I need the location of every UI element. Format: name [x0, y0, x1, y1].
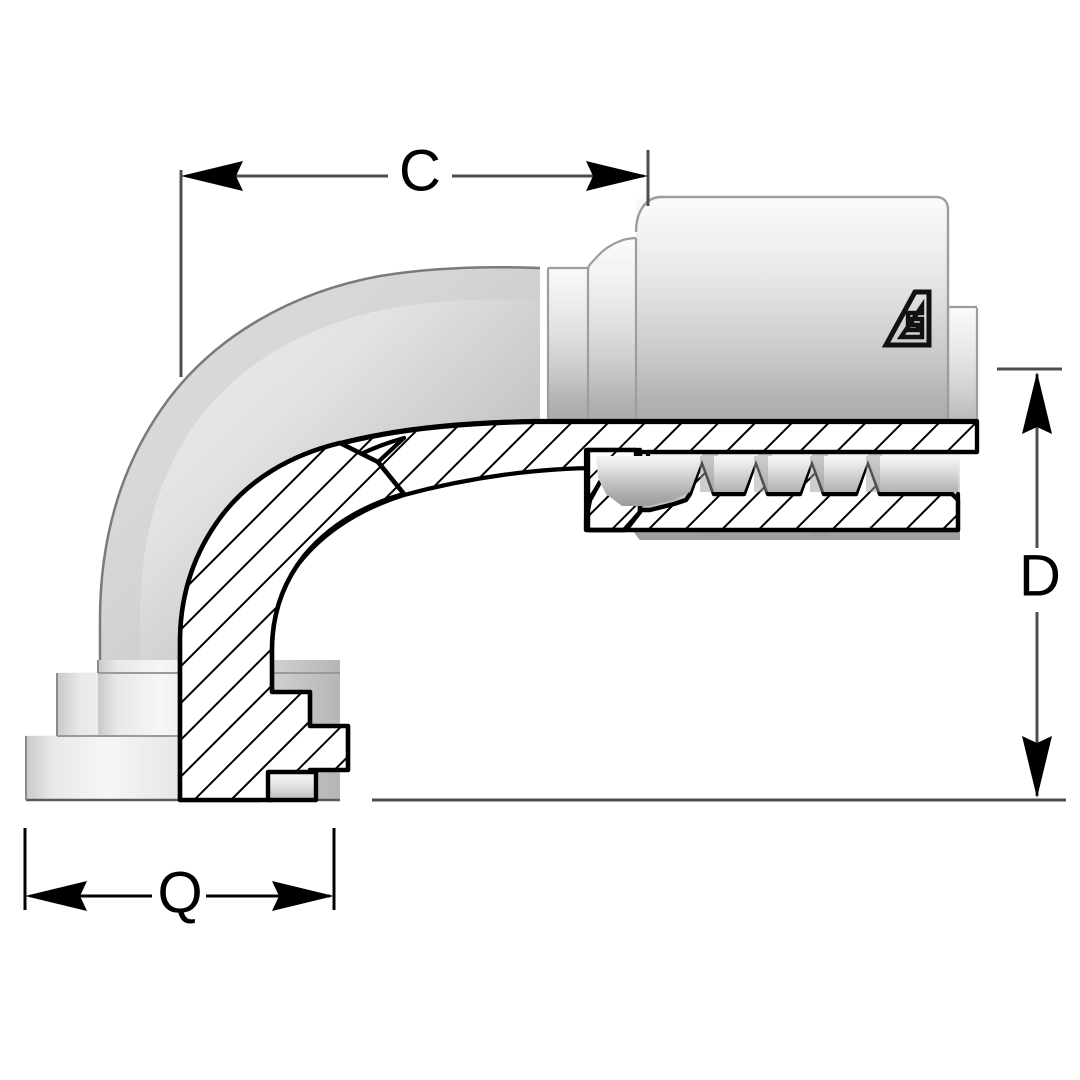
- dimension-c-arrow-left: [181, 161, 243, 191]
- section-hatching: [177, 418, 980, 803]
- gates-g-logo: [881, 289, 932, 348]
- hatch-bend-band: [177, 440, 407, 803]
- counterbore-notch: [265, 769, 319, 803]
- dimension-q-label: Q: [157, 860, 202, 925]
- dimension-q-arrow-right: [272, 881, 334, 911]
- stem-metal-overlay: [596, 456, 958, 506]
- dimension-q: Q: [23, 828, 336, 925]
- dimension-d: D: [372, 367, 1066, 802]
- dimension-d-label: D: [1019, 543, 1061, 608]
- stem-right-end: [877, 491, 961, 533]
- ferrule-barrel-outline: [634, 195, 950, 428]
- dimension-d-arrow-bottom: [1022, 736, 1052, 798]
- ferrule-step-outline: [546, 236, 637, 420]
- ferrule-barrel-shade: [636, 196, 948, 428]
- dimension-c: C: [179, 138, 650, 377]
- dimension-d-arrow-top: [1022, 372, 1052, 434]
- dimension-c-label: C: [399, 138, 441, 203]
- dimension-q-arrow-left: [25, 881, 87, 911]
- ferrule-collar-shade: [548, 265, 636, 420]
- dimension-c-arrow-right: [586, 161, 648, 191]
- elbow-bend-highlight: [100, 267, 540, 800]
- ferrule-right-shoulder: [948, 305, 977, 430]
- section-top-edge: [337, 418, 980, 446]
- elbow-outer-edge: [98, 266, 541, 800]
